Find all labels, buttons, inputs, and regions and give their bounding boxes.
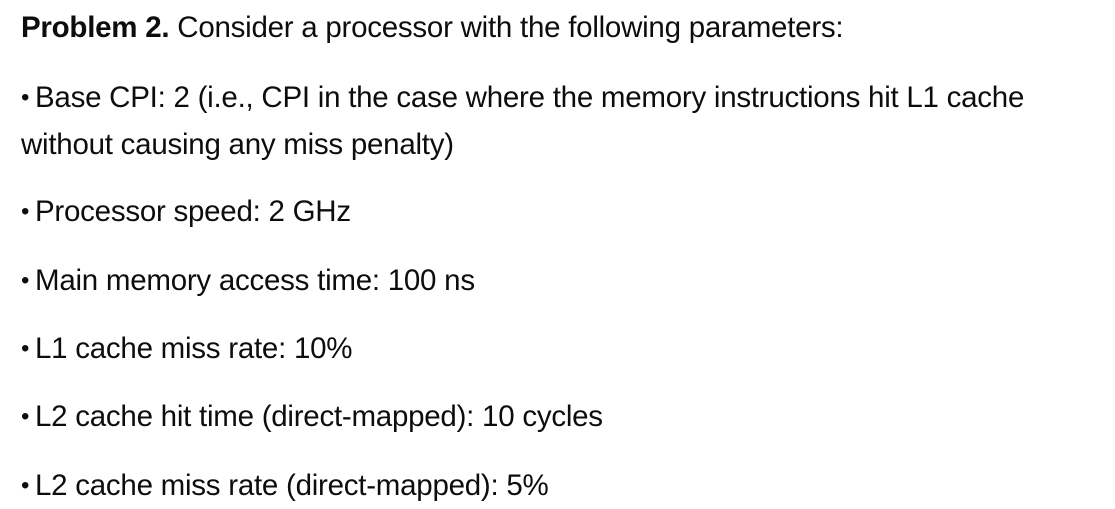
bullet-icon: • xyxy=(21,198,30,225)
list-item-label: Base CPI: 2 (i.e., CPI in the case where… xyxy=(21,81,1025,161)
list-item-label: Main memory access time: 100 ns xyxy=(35,264,475,297)
bullet-icon: • xyxy=(21,84,30,111)
bullet-icon: • xyxy=(21,335,30,362)
list-item: •L1 cache miss rate: 10% xyxy=(21,325,1107,372)
list-item-label: Processor speed: 2 GHz xyxy=(35,195,351,228)
problem-heading: Problem 2. Consider a processor with the… xyxy=(21,11,1105,45)
problem-heading-text: Consider a processor with the following … xyxy=(169,11,844,44)
bullet-icon: • xyxy=(21,267,30,294)
bullet-icon: • xyxy=(21,403,30,430)
list-item-label: L2 cache miss rate (direct-mapped): 5% xyxy=(35,469,549,502)
list-item: •Base CPI: 2 (i.e., CPI in the case wher… xyxy=(21,74,1093,168)
list-item: •L2 cache miss rate (direct-mapped): 5% xyxy=(21,462,1107,509)
problem-number-label: Problem 2. xyxy=(21,11,170,44)
list-item: •Processor speed: 2 GHz xyxy=(21,188,1107,235)
list-item-label: L1 cache miss rate: 10% xyxy=(35,332,353,365)
list-item-label: L2 cache hit time (direct-mapped): 10 cy… xyxy=(35,400,603,433)
list-item: •L2 cache hit time (direct-mapped): 10 c… xyxy=(21,393,1107,440)
list-item: •Main memory access time: 100 ns xyxy=(21,257,1107,304)
bullet-icon: • xyxy=(21,472,30,499)
